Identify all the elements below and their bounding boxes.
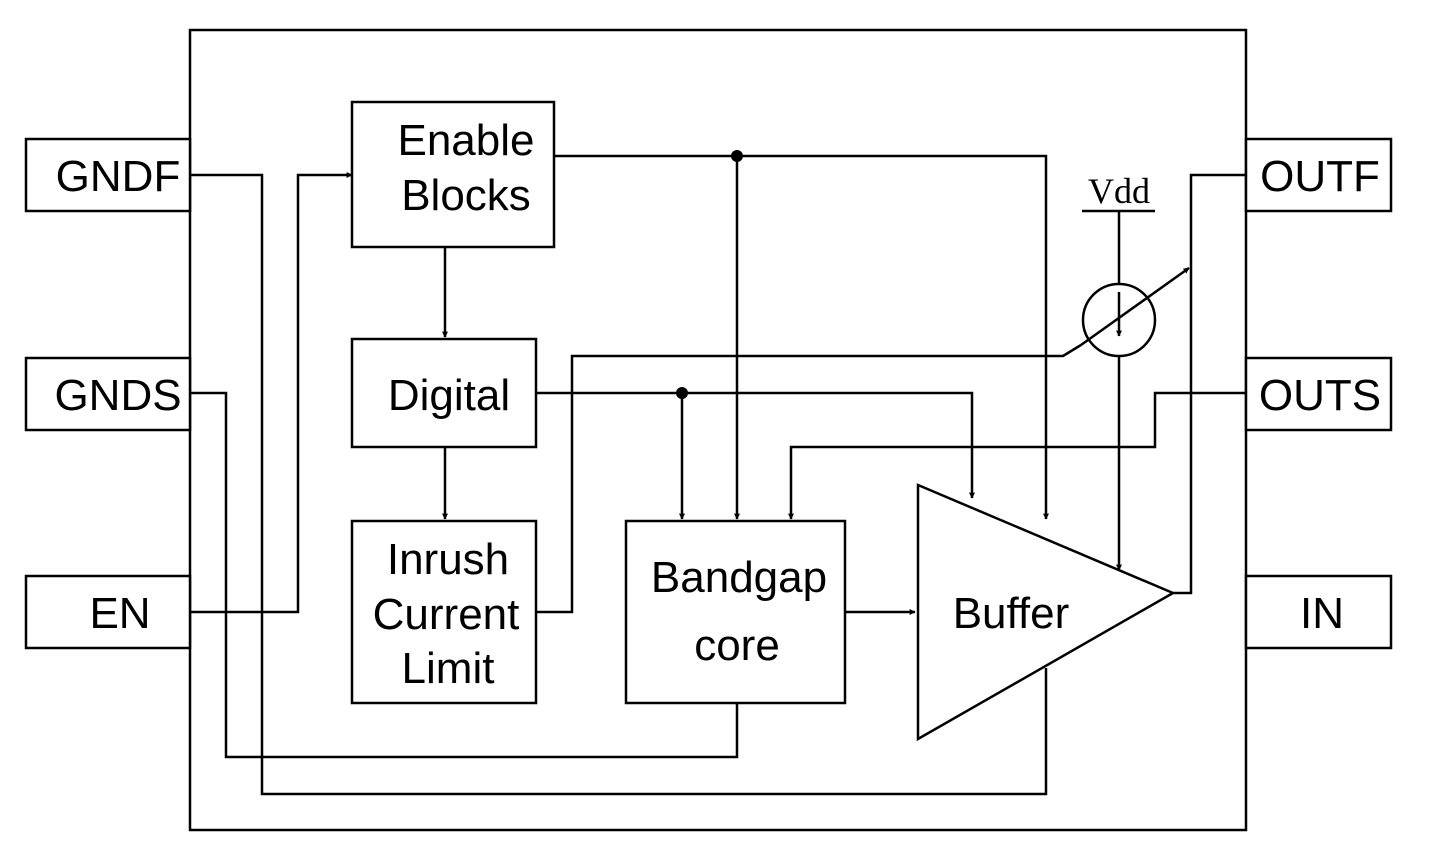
pin-gnds: GNDS [24, 356, 192, 432]
wire-outs-to-bandgap [788, 391, 1246, 520]
inrush-current-limit-block: Inrush Current Limit [350, 519, 538, 705]
pin-gndf: GNDF [24, 137, 192, 213]
wire-gndf-ground [190, 173, 1048, 796]
bandgap-line1: Bandgap [651, 553, 827, 602]
chip-outline [188, 28, 1248, 832]
enable-blocks-line1: Enable [397, 116, 534, 165]
pin-outs: OUTS [1244, 356, 1393, 432]
digital-block: Digital [350, 337, 538, 449]
pin-in-label: IN [1300, 589, 1344, 638]
wire-enable-to-buffer [554, 154, 1049, 520]
inrush-line3: Limit [402, 644, 495, 693]
pin-outs-label: OUTS [1259, 371, 1381, 420]
junction-dot [676, 387, 688, 399]
pin-en: EN [24, 574, 192, 650]
junction-dot [731, 150, 743, 162]
inrush-line1: Inrush [387, 535, 509, 584]
pin-outf: OUTF [1244, 137, 1393, 213]
pin-en-label: EN [89, 589, 150, 638]
bandgap-core-block: Bandgap core [624, 519, 847, 705]
enable-blocks-block: Enable Blocks [350, 100, 556, 249]
enable-blocks-line2: Blocks [401, 171, 531, 220]
pin-outf-label: OUTF [1260, 152, 1380, 201]
digital-label: Digital [388, 371, 510, 420]
inrush-line2: Current [373, 590, 520, 639]
variable-control-arrow [1080, 266, 1190, 347]
pin-gnds-label: GNDS [54, 371, 181, 420]
wire-inrush-control [536, 343, 1082, 614]
buffer-triangle [916, 483, 1176, 742]
bandgap-line2: core [694, 621, 780, 670]
buffer-label: Buffer [953, 589, 1070, 638]
pin-in: IN [1244, 574, 1393, 650]
wire-buffer-to-outf [1173, 173, 1246, 595]
wire-en-to-enable [190, 172, 353, 614]
pin-gndf-label: GNDF [56, 152, 181, 201]
buffer-block: Buffer [916, 483, 1176, 742]
vdd-label: Vdd [1088, 171, 1150, 211]
wire-gnds-ground [190, 391, 739, 759]
